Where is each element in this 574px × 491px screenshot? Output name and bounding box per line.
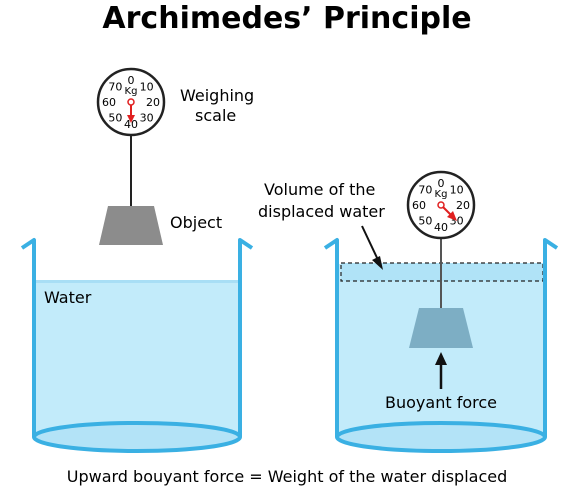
right-scale-tick-label: 70 — [418, 183, 432, 196]
right-scale-tick-label: 0 — [438, 177, 445, 190]
right-container-base — [335, 421, 547, 453]
right-needle-tip — [447, 211, 457, 221]
left-scale-tick-label: 0 — [128, 74, 135, 87]
right-scale-tick-label: 50 — [418, 215, 432, 228]
buoyant-force-label: Buoyant force — [385, 393, 497, 412]
right-scale-tick-label: 10 — [450, 183, 464, 196]
weighing-scale-label-line1: Weighing — [180, 86, 254, 105]
object-weight — [99, 206, 163, 245]
weighing-scale-label-line2: scale — [195, 106, 236, 125]
left-scale-tick-label: 40 — [124, 118, 138, 131]
left-water-surface — [34, 280, 240, 283]
volume-arrow-shaft — [361, 225, 380, 263]
page-title: Archimedes’ Principle — [102, 1, 471, 36]
left-scale-tick-label: 50 — [108, 112, 122, 125]
left-needle-pivot — [127, 98, 135, 106]
right-needle-pivot — [437, 201, 445, 209]
water-label: Water — [44, 288, 92, 307]
left-needle-tip — [127, 115, 135, 123]
left-container-wall — [20, 238, 254, 437]
left-scale-tick-label: 60 — [102, 96, 116, 109]
volume-label-line1: Volume of the — [264, 180, 375, 199]
left-scale-unit: Kg — [125, 86, 138, 97]
right-scale-tick-label: 20 — [456, 199, 470, 212]
buoyant-arrow-head — [435, 352, 447, 365]
left-scale-tick-label: 30 — [140, 112, 154, 125]
volume-label-line2: displaced water — [258, 202, 385, 221]
right-scale-tick-label: 40 — [434, 221, 448, 234]
right-scale-unit: Kg — [435, 189, 448, 200]
submerged-object — [409, 308, 473, 348]
left-water — [34, 280, 240, 437]
left-scale-tick-label: 10 — [140, 80, 154, 93]
right-scale-tick-label: 60 — [412, 199, 426, 212]
object-label: Object — [170, 213, 222, 232]
left-container: Water — [20, 238, 254, 453]
volume-arrow-head — [372, 256, 383, 270]
left-scale-tick-label: 70 — [108, 80, 122, 93]
caption: Upward bouyant force = Weight of the wat… — [67, 467, 508, 486]
left-scale-tick-label: 20 — [146, 96, 160, 109]
right-container-wall — [323, 238, 559, 437]
left-container-base — [32, 421, 242, 453]
